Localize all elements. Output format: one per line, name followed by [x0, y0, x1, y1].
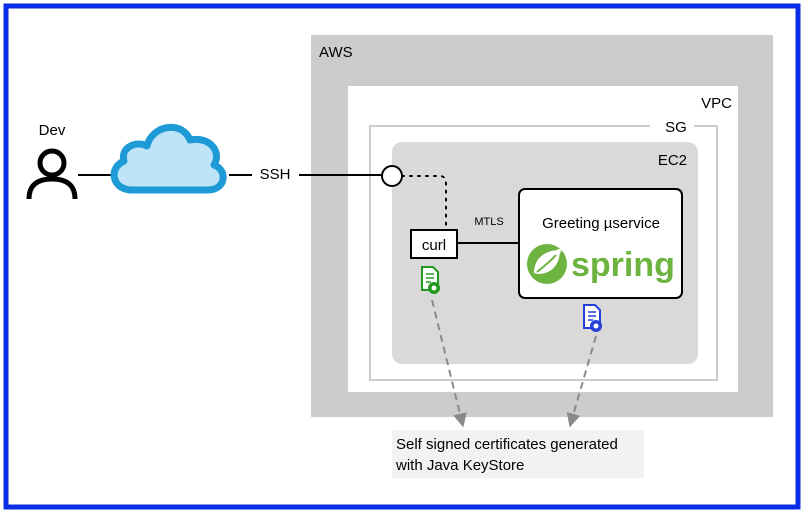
spring-logo-text: spring: [571, 246, 675, 284]
dotted-connector: [401, 175, 447, 229]
service-label: Greeting µservice: [542, 215, 660, 232]
server-cert-arrow: [566, 335, 597, 428]
curl-label: curl: [422, 237, 446, 254]
note-line-1: Self signed certificates generated: [396, 436, 618, 453]
vpc-label: VPC: [701, 95, 732, 112]
person-icon: [26, 148, 78, 200]
sg-box: [369, 125, 718, 381]
endpoint-circle: [381, 165, 403, 187]
client-cert-arrow: [431, 299, 467, 428]
note-line-2: with Java KeyStore: [395, 457, 524, 474]
dev-label: Dev: [39, 122, 66, 139]
client-certificate-icon: [421, 266, 440, 294]
spring-leaf-icon: [527, 244, 567, 284]
ec2-label: EC2: [658, 152, 687, 169]
ssh-label: SSH: [260, 166, 291, 183]
mtls-label: MTLS: [474, 216, 503, 228]
cloud-icon: [110, 123, 227, 194]
sg-label: SG: [665, 119, 687, 136]
aws-label: AWS: [319, 44, 353, 61]
certificate-note-box: [392, 430, 644, 478]
server-certificate-icon: [583, 304, 602, 332]
